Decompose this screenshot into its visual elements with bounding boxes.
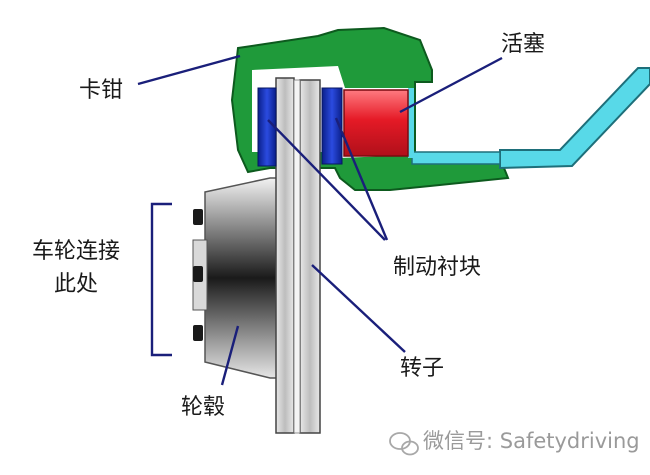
label-rotor: 转子 [400, 356, 444, 381]
leader-pad-left [267, 119, 386, 241]
wechat-icon [389, 432, 419, 456]
lug-bolt-icon [193, 266, 203, 282]
wheel-hub [204, 177, 279, 379]
leader-rotor [311, 264, 406, 353]
lug-bolt-icon [193, 209, 203, 225]
leader-caliper [137, 54, 241, 86]
rotor-disc-inner [299, 79, 321, 434]
watermark-text: 微信号: Safetydriving [423, 429, 640, 453]
piston-bore-line [408, 88, 414, 158]
label-piston: 活塞 [501, 32, 545, 57]
leader-pad-right [334, 117, 389, 241]
leader-piston [399, 56, 503, 114]
label-hub: 轮毂 [181, 395, 225, 420]
brake-pad-right [321, 87, 343, 165]
brake-line [499, 67, 650, 170]
leader-hub [220, 325, 240, 386]
watermark: 微信号: Safetydriving [389, 429, 640, 456]
piston [343, 89, 409, 157]
rotor-gap [293, 79, 301, 434]
label-brake-pads: 制动衬块 [393, 255, 481, 280]
wheel-connection-bracket [150, 202, 172, 357]
label-caliper: 卡钳 [79, 78, 123, 103]
label-wheel-connection-line1: 车轮连接 [32, 239, 120, 264]
label-wheel-connection-line2: 此处 [54, 272, 98, 297]
lug-bolt-icon [193, 325, 203, 341]
brake-line-inner [411, 151, 501, 165]
